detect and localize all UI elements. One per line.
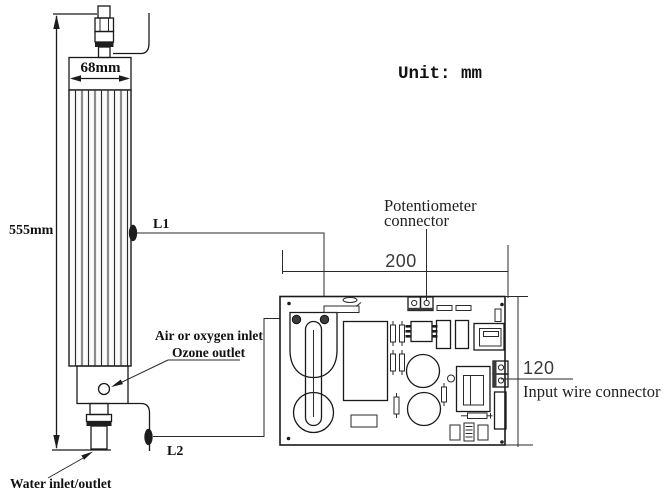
tube-ribs — [73, 90, 130, 366]
tube-height-label: 555mm — [9, 223, 54, 238]
fitting-seal-band — [86, 421, 112, 426]
capacitor-electrolytic — [405, 353, 441, 389]
component-rect — [493, 391, 507, 430]
l2-terminal-lug — [144, 428, 153, 446]
arrow-right — [119, 75, 130, 82]
arrow-left — [70, 75, 81, 82]
jumper — [436, 305, 453, 311]
top-bracket — [53, 13, 150, 55]
mounting-hole — [447, 374, 455, 383]
circuit-board — [279, 295, 509, 446]
screw-hole — [500, 440, 504, 444]
water-leader-line — [47, 456, 86, 479]
resistor-top-left — [323, 297, 362, 313]
wire1-label: L1 — [153, 217, 169, 232]
input-wire-connector — [492, 360, 509, 388]
top-fitting — [94, 5, 115, 59]
resistor-horizontal — [461, 412, 493, 419]
capacitor-film — [454, 319, 470, 350]
air-inlet-label: Air or oxygen inlet — [155, 328, 263, 343]
dimension-200: 200 — [282, 245, 509, 298]
water-inlet-outlet-label: Water inlet/outlet — [10, 476, 112, 491]
dimension-68mm: 68mm — [70, 60, 130, 82]
hv-transformer — [289, 311, 338, 434]
potentiometer-label-line2: connector — [384, 211, 450, 230]
jumper — [455, 305, 472, 311]
component-rect — [494, 308, 502, 322]
potentiometer-label-line1: Potentiometer — [384, 196, 477, 215]
tube-width-label: 68mm — [81, 60, 121, 76]
wire2-label: L2 — [167, 444, 183, 459]
ozone-outlet-label: Ozone outlet — [172, 345, 246, 360]
bottom-connector-group — [449, 422, 489, 442]
tube-bottom-cap — [76, 365, 129, 405]
tube-body — [68, 89, 132, 367]
board-height-label: 120 — [523, 358, 555, 378]
hv-terminal-left — [291, 314, 302, 325]
dimension-555mm: 555mm — [9, 15, 60, 449]
fitting-seal-band — [95, 42, 114, 47]
board-width-label: 200 — [385, 251, 417, 271]
dimension-120: 120 Input wire connector — [501, 296, 661, 447]
capacitor-electrolytic — [406, 391, 442, 427]
core-block — [342, 320, 389, 402]
ic-chip — [405, 320, 438, 343]
water-label-group: Water inlet/outlet — [10, 451, 112, 491]
capacitor-film — [435, 319, 452, 350]
wire-l2: L2 — [144, 318, 293, 459]
bottom-fitting — [52, 402, 113, 451]
screw-hole — [286, 436, 291, 441]
screw-hole — [500, 302, 504, 307]
ozone-port-circle — [97, 382, 111, 396]
component-rect — [350, 414, 378, 428]
ozone-leader-arrow — [111, 379, 123, 387]
main-transformer — [455, 365, 491, 413]
ozone-leader-line — [116, 359, 169, 385]
bottom-bracket — [128, 402, 151, 451]
resistor-bank — [390, 321, 447, 418]
hv-terminal-right — [319, 314, 330, 325]
input-wire-connector-label: Input wire connector — [523, 382, 661, 401]
screw-hole — [287, 301, 291, 306]
water-leader-arrow — [81, 451, 93, 460]
arrow-down — [53, 435, 60, 449]
arrow-up — [53, 15, 60, 29]
l1-terminal-lug — [128, 224, 138, 242]
port-labels: Air or oxygen inlet Ozone outlet — [111, 328, 263, 387]
potentiometer-label-group: Potentiometer connector — [384, 196, 477, 301]
relay — [473, 322, 505, 351]
wire-l1: L1 — [128, 217, 325, 315]
potentiometer-connector — [407, 296, 434, 312]
unit-label: Unit: mm — [398, 64, 482, 84]
